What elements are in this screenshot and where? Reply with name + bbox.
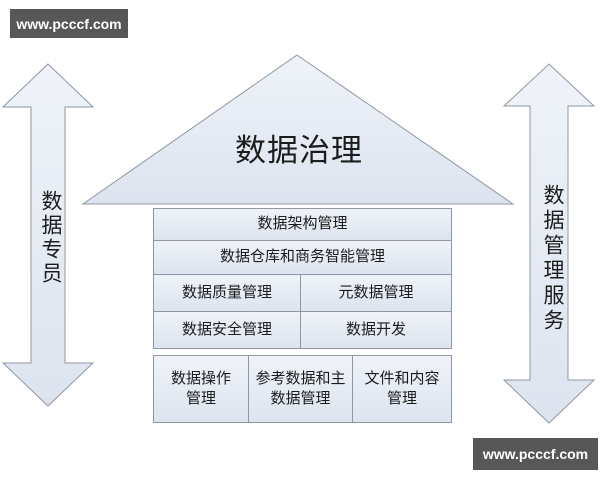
table-row-architecture: 数据架构管理 xyxy=(153,208,452,241)
cell-reference-master-data-mgmt: 参考数据和主 数据管理 xyxy=(248,355,353,423)
left-arrow-label: 数据专员 xyxy=(39,190,63,286)
cell-warehouse-bi-mgmt: 数据仓库和商务智能管理 xyxy=(153,240,452,275)
right-double-arrow-shape xyxy=(502,63,596,424)
table-row-operations-reference-content: 数据操作 管理 参考数据和主 数据管理 文件和内容 管理 xyxy=(153,355,452,423)
cell-data-quality-mgmt: 数据质量管理 xyxy=(153,274,301,312)
cell-document-content-mgmt: 文件和内容 管理 xyxy=(352,355,452,423)
right-arrow-label: 数据管理服务 xyxy=(541,184,565,334)
watermark-badge-bottom-right: www.pcccf.com xyxy=(473,438,598,470)
left-double-arrow-shape xyxy=(1,63,95,407)
watermark-badge-top-left: www.pcccf.com xyxy=(10,9,128,38)
table-row-quality-metadata: 数据质量管理 元数据管理 xyxy=(153,274,452,312)
cell-metadata-mgmt: 元数据管理 xyxy=(300,274,452,312)
cell-data-architecture-mgmt: 数据架构管理 xyxy=(153,208,452,241)
roof-title: 数据治理 xyxy=(235,133,363,168)
table-row-security-dev: 数据安全管理 数据开发 xyxy=(153,311,452,349)
cell-data-security-mgmt: 数据安全管理 xyxy=(153,311,301,349)
cell-data-operations-mgmt: 数据操作 管理 xyxy=(153,355,249,423)
table-row-warehouse-bi: 数据仓库和商务智能管理 xyxy=(153,240,452,275)
roof-shape xyxy=(81,54,515,205)
cell-data-development: 数据开发 xyxy=(300,311,452,349)
